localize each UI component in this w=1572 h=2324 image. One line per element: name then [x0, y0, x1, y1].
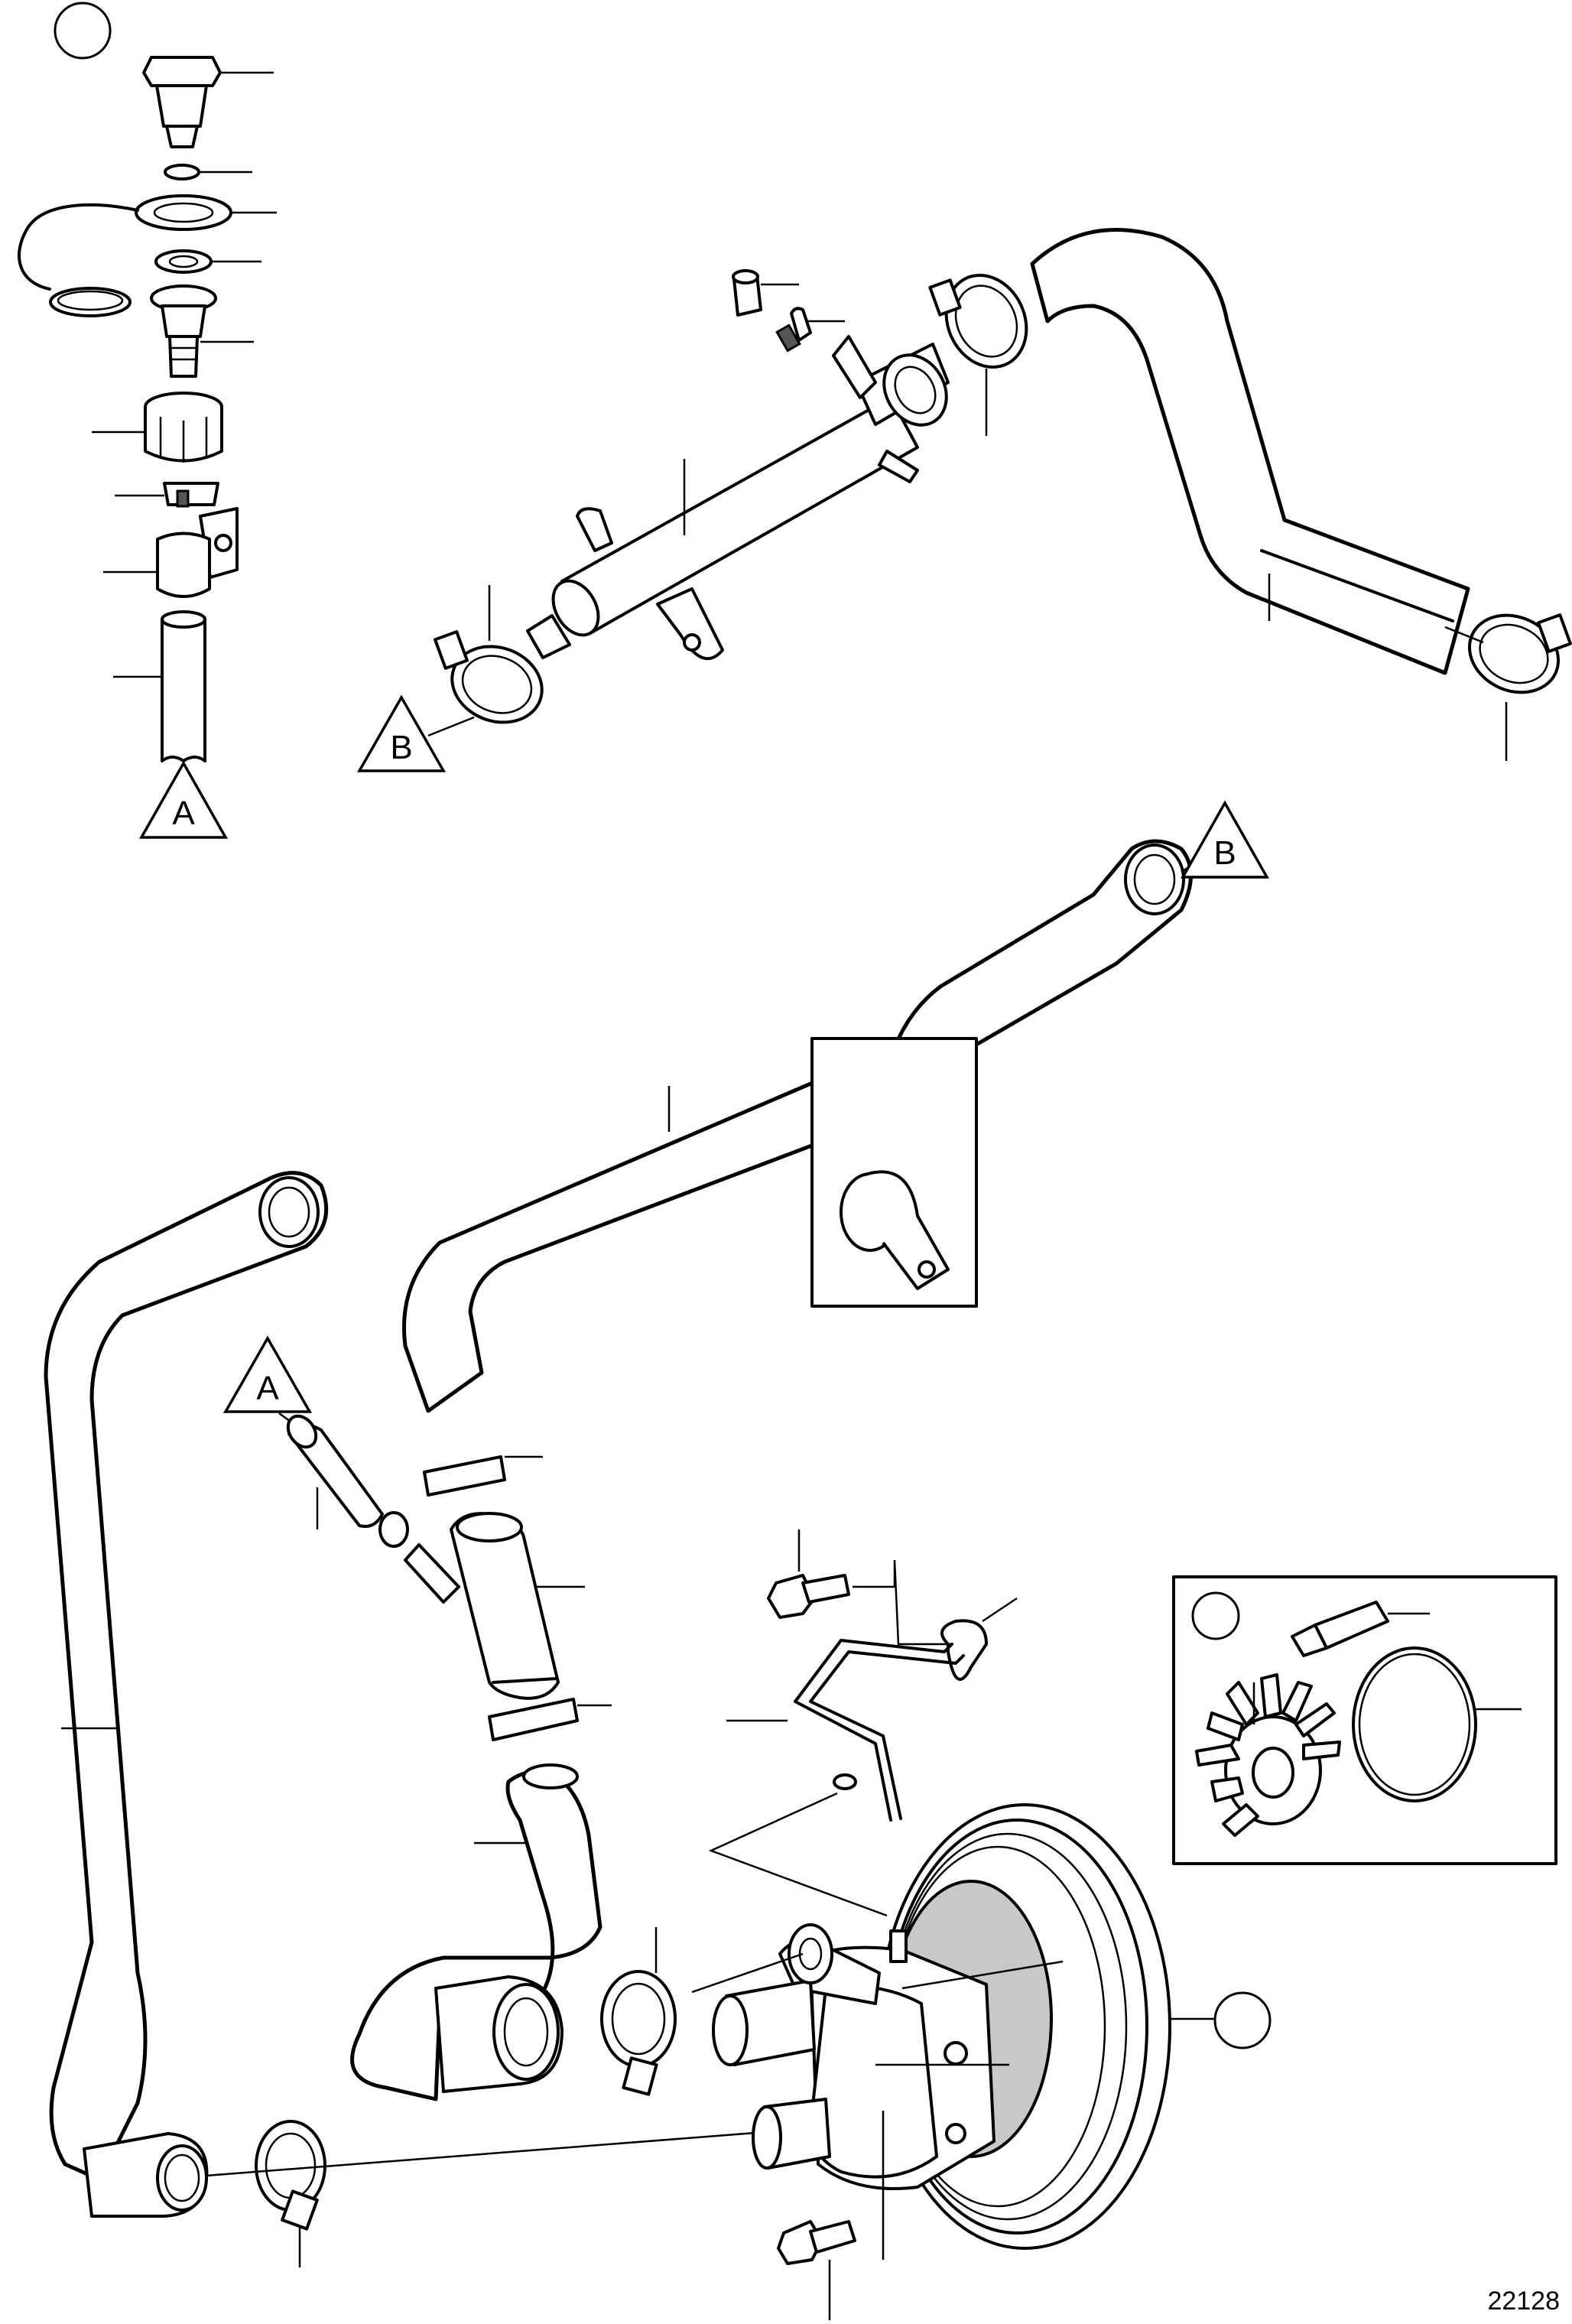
bracket-clamp	[103, 507, 239, 598]
upper-hose	[1030, 228, 1470, 675]
drain-assembly: A	[18, 2, 277, 839]
connection-marker-b-bottom: B	[1180, 800, 1270, 879]
hose-clamp-hose-end	[1444, 613, 1572, 761]
impeller	[1195, 1673, 1341, 1837]
screw	[777, 2111, 885, 2320]
lower-hose	[350, 1763, 602, 2101]
connection-marker-b-top: B	[356, 694, 475, 772]
o-ring	[164, 164, 200, 180]
hose-clip-small	[115, 482, 219, 508]
hose-short	[113, 610, 206, 762]
hose-clamp-pump-upper	[600, 1927, 677, 2096]
callout-circle-pump	[1213, 1991, 1272, 2049]
drain-plug	[142, 56, 274, 148]
distribution-pipe-assembly: B	[356, 228, 1572, 772]
hose-clamp-pump-lower	[206, 2120, 796, 2267]
flange-bolt	[767, 1529, 952, 1646]
connection-marker-a-top: A	[138, 760, 229, 839]
union-nut	[92, 392, 223, 463]
long-hose	[401, 839, 1193, 1413]
connection-label-a-top: A	[172, 795, 195, 832]
water-pump	[691, 1803, 1272, 2250]
connection-label-b-top: B	[390, 729, 412, 766]
figure-reference-number: 22128	[1487, 2287, 1560, 2316]
pipe-fitting-upper	[732, 269, 845, 353]
hose-clamp-pipe-top	[928, 273, 1028, 436]
distribution-pipe	[526, 335, 950, 661]
hose-nipple	[150, 284, 254, 378]
impeller-kit-box	[1172, 1575, 1557, 1865]
retaining-strap	[18, 194, 277, 317]
callout-circle-drain-kit	[54, 2, 112, 60]
hose-clamp-pipe-bottom	[434, 585, 544, 724]
callout-circle-impeller-kit	[1191, 1591, 1240, 1640]
drain-pipe	[708, 1597, 1018, 1917]
pipe-clip-detail	[810, 1037, 978, 1308]
return-hose	[44, 1171, 329, 2218]
connection-label-a-bottom: A	[256, 1370, 279, 1407]
lubricant-tube	[1291, 1601, 1430, 1657]
gasket	[1352, 1646, 1522, 1802]
washer	[154, 249, 261, 274]
tee-connector	[286, 1414, 612, 1741]
connection-label-b-bottom: B	[1213, 834, 1236, 872]
